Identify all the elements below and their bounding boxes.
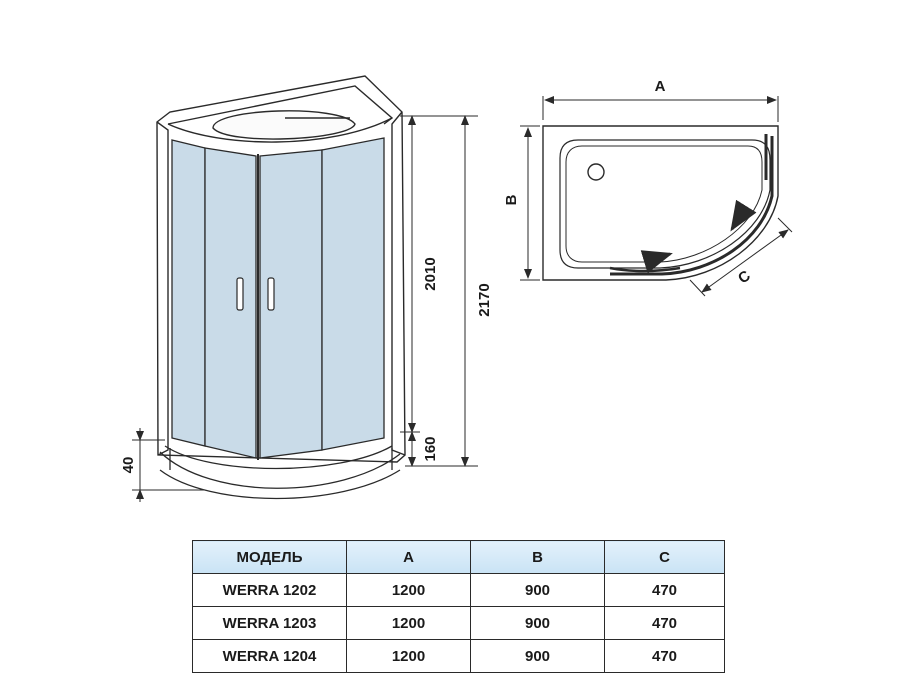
header-a: A [346,540,471,574]
spec-table: МОДЕЛЬ A B C WERRA 1202 1200 900 470 WER… [192,540,725,673]
header-c: C [604,540,725,574]
table-header-row: МОДЕЛЬ A B C [192,540,725,574]
label-width-a: A [655,78,666,95]
arrow-door-right [730,199,757,232]
header-b: B [470,540,605,574]
cell-model: WERRA 1204 [192,639,347,673]
drain-circle [587,163,605,181]
cell-a: 1200 [346,639,471,673]
technical-drawing: 2010 2170 160 40 A B C [120,75,793,502]
cell-model: WERRA 1202 [192,573,347,607]
table-row: WERRA 1202 1200 900 470 [192,573,725,607]
dim-height-total: 2170 [476,283,493,316]
cell-c: 470 [604,639,725,673]
dim-height-tray: 160 [422,436,439,461]
cell-a: 1200 [346,573,471,607]
glass-panels [171,137,385,460]
cell-c: 470 [604,606,725,640]
glass-panel-door-left [204,147,257,459]
label-depth-b: B [503,194,520,205]
arrow-door-left [640,250,673,274]
glass-panel-left [171,139,206,447]
door-handles [236,277,275,311]
header-model: МОДЕЛЬ [192,540,347,574]
cell-c: 470 [604,573,725,607]
cell-b: 900 [470,573,605,607]
table-row: WERRA 1203 1200 900 470 [192,606,725,640]
dim-height-cabin: 2010 [422,257,439,290]
shower-tray [159,445,401,500]
cell-b: 900 [470,606,605,640]
label-diag-c: C [735,267,754,287]
dim-height-base: 40 [120,457,137,474]
table-row: WERRA 1204 1200 900 470 [192,639,725,673]
front-dimensions [132,115,478,502]
door-handle-left [236,277,244,311]
glass-panel-right [321,137,385,451]
cell-model: WERRA 1203 [192,606,347,640]
door-direction-arrows [640,199,757,274]
top-dimensions [520,96,793,297]
cell-b: 900 [470,639,605,673]
door-handle-right [267,277,275,311]
cell-a: 1200 [346,606,471,640]
